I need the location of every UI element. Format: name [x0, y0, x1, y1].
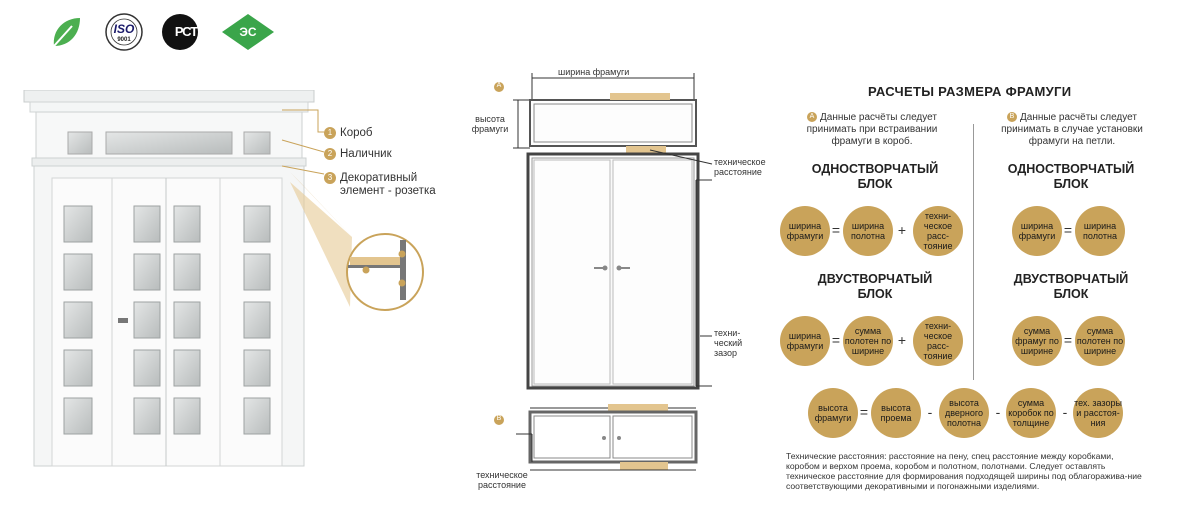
glass-pane	[173, 349, 201, 387]
eco-leaf-logo	[46, 12, 86, 52]
equals-sign: =	[831, 332, 841, 348]
plus-sign: +	[897, 332, 907, 348]
es-text: ЭС	[239, 25, 257, 39]
glass-pane	[63, 397, 93, 435]
iso-logo: ISO 9001	[104, 12, 144, 52]
iso-subtext: 9001	[117, 37, 131, 43]
formula-frame-height: высота фрамуги	[808, 388, 858, 438]
technical-diagram	[494, 73, 713, 471]
glass-panes-svg	[63, 205, 271, 435]
formula-sum-transom: сумма фрамуг по ширине	[1012, 316, 1062, 366]
formula-tech-distance: техни-ческое расс-тояние	[913, 206, 963, 256]
formula-sum-boxes: сумма коробок по толщине	[1006, 388, 1056, 438]
minus-sign: -	[927, 404, 933, 420]
glass-pane	[133, 205, 161, 243]
glass-pane	[133, 397, 161, 435]
glass-pane	[133, 349, 161, 387]
double-block-heading-a: ДВУСТВОРЧАТЫЙ БЛОК	[817, 272, 933, 301]
note-b-marker: B	[1007, 112, 1018, 123]
width-label: ширина фрамуги	[558, 67, 630, 77]
glass-pane	[243, 205, 271, 243]
glass-pane	[133, 301, 161, 339]
callout-number: 1	[324, 127, 336, 139]
formula-frame-width: ширина фрамуги	[780, 206, 830, 256]
es-logo: ЭС	[220, 12, 276, 52]
formula-door-leaf-height: высота дверного полотна	[939, 388, 989, 438]
equals-sign: =	[859, 404, 869, 420]
callout-label: Короб	[340, 127, 373, 140]
glass-pane	[243, 349, 271, 387]
glass-pane	[173, 301, 201, 339]
double-block-heading-b: ДВУСТВОРЧАТЫЙ БЛОК	[1013, 272, 1129, 301]
glass-pane	[63, 301, 93, 339]
formula-frame-width: ширина фрамуги	[1012, 206, 1062, 256]
callout-label: Декоративный элемент - розетка	[340, 172, 436, 197]
formula-sum-leaves: сумма полотен по ширине	[843, 316, 893, 366]
column-divider	[973, 124, 974, 380]
single-block-heading-a: ОДНОСТВОРЧАТЫЙ БЛОК	[811, 162, 939, 191]
detail-zoom	[290, 112, 430, 312]
rst-text: РСТ	[174, 24, 198, 39]
tech-distance-a-label: техническое расстояние	[714, 157, 766, 177]
callout-box: 1 Короб	[324, 127, 372, 140]
callout-leaders	[281, 109, 325, 175]
rst-logo: РСТ	[160, 12, 208, 52]
footer-note: Технические расстояния: расстояние на пе…	[786, 451, 1142, 491]
formula-tech-gaps: тех. зазоры и расстоя-ния	[1073, 388, 1123, 438]
callout-trim: 2 Наличник	[324, 148, 392, 161]
glass-pane	[63, 253, 93, 291]
note-a-marker: A	[807, 112, 818, 123]
equals-sign: =	[831, 222, 841, 238]
marker-a: A	[496, 82, 502, 89]
equals-sign: =	[1063, 222, 1073, 238]
single-block-heading-b: ОДНОСТВОРЧАТЫЙ БЛОК	[1007, 162, 1135, 191]
callout-label: Наличник	[340, 148, 392, 161]
formula-leaf-width: ширина полотна	[1075, 206, 1125, 256]
tech-distance-b-label: техническое расстояние	[476, 470, 528, 490]
minus-sign: -	[1062, 404, 1068, 420]
glass-pane	[173, 397, 201, 435]
iso-text: ISO	[113, 22, 135, 36]
calc-title: РАСЧЕТЫ РАЗМЕРА ФРАМУГИ	[868, 84, 1072, 99]
glass-pane	[133, 253, 161, 291]
glass-pane	[243, 397, 271, 435]
callout-rosette: 3 Декоративный элемент - розетка	[324, 172, 449, 198]
door-glass-grid	[22, 90, 322, 470]
minus-sign: -	[995, 404, 1001, 420]
formula-opening-height: высота проема	[871, 388, 921, 438]
note-a-text: Данные расчёты следует принимать при вст…	[806, 112, 938, 147]
glass-pane	[63, 205, 93, 243]
glass-pane	[173, 205, 201, 243]
door-handle	[118, 318, 128, 323]
equals-sign: =	[1063, 332, 1073, 348]
height-label: высота фрамуги	[471, 114, 509, 134]
glass-pane	[63, 349, 93, 387]
formula-sum-leaves: сумма полотен по ширине	[1075, 316, 1125, 366]
formula-tech-distance: техни-ческое расс-тояние	[913, 316, 963, 366]
glass-pane	[243, 301, 271, 339]
plus-sign: +	[897, 222, 907, 238]
callout-number: 3	[324, 172, 336, 184]
tech-gap-label: техни-ческий зазор	[714, 328, 743, 358]
glass-pane	[173, 253, 201, 291]
formula-frame-width: ширина фрамуги	[780, 316, 830, 366]
callout-number: 2	[324, 148, 336, 160]
marker-b: B	[496, 415, 502, 422]
glass-pane	[243, 253, 271, 291]
formula-leaf-width: ширина полотна	[843, 206, 893, 256]
note-b-text: Данные расчёты следует принимать в случа…	[1001, 112, 1143, 147]
